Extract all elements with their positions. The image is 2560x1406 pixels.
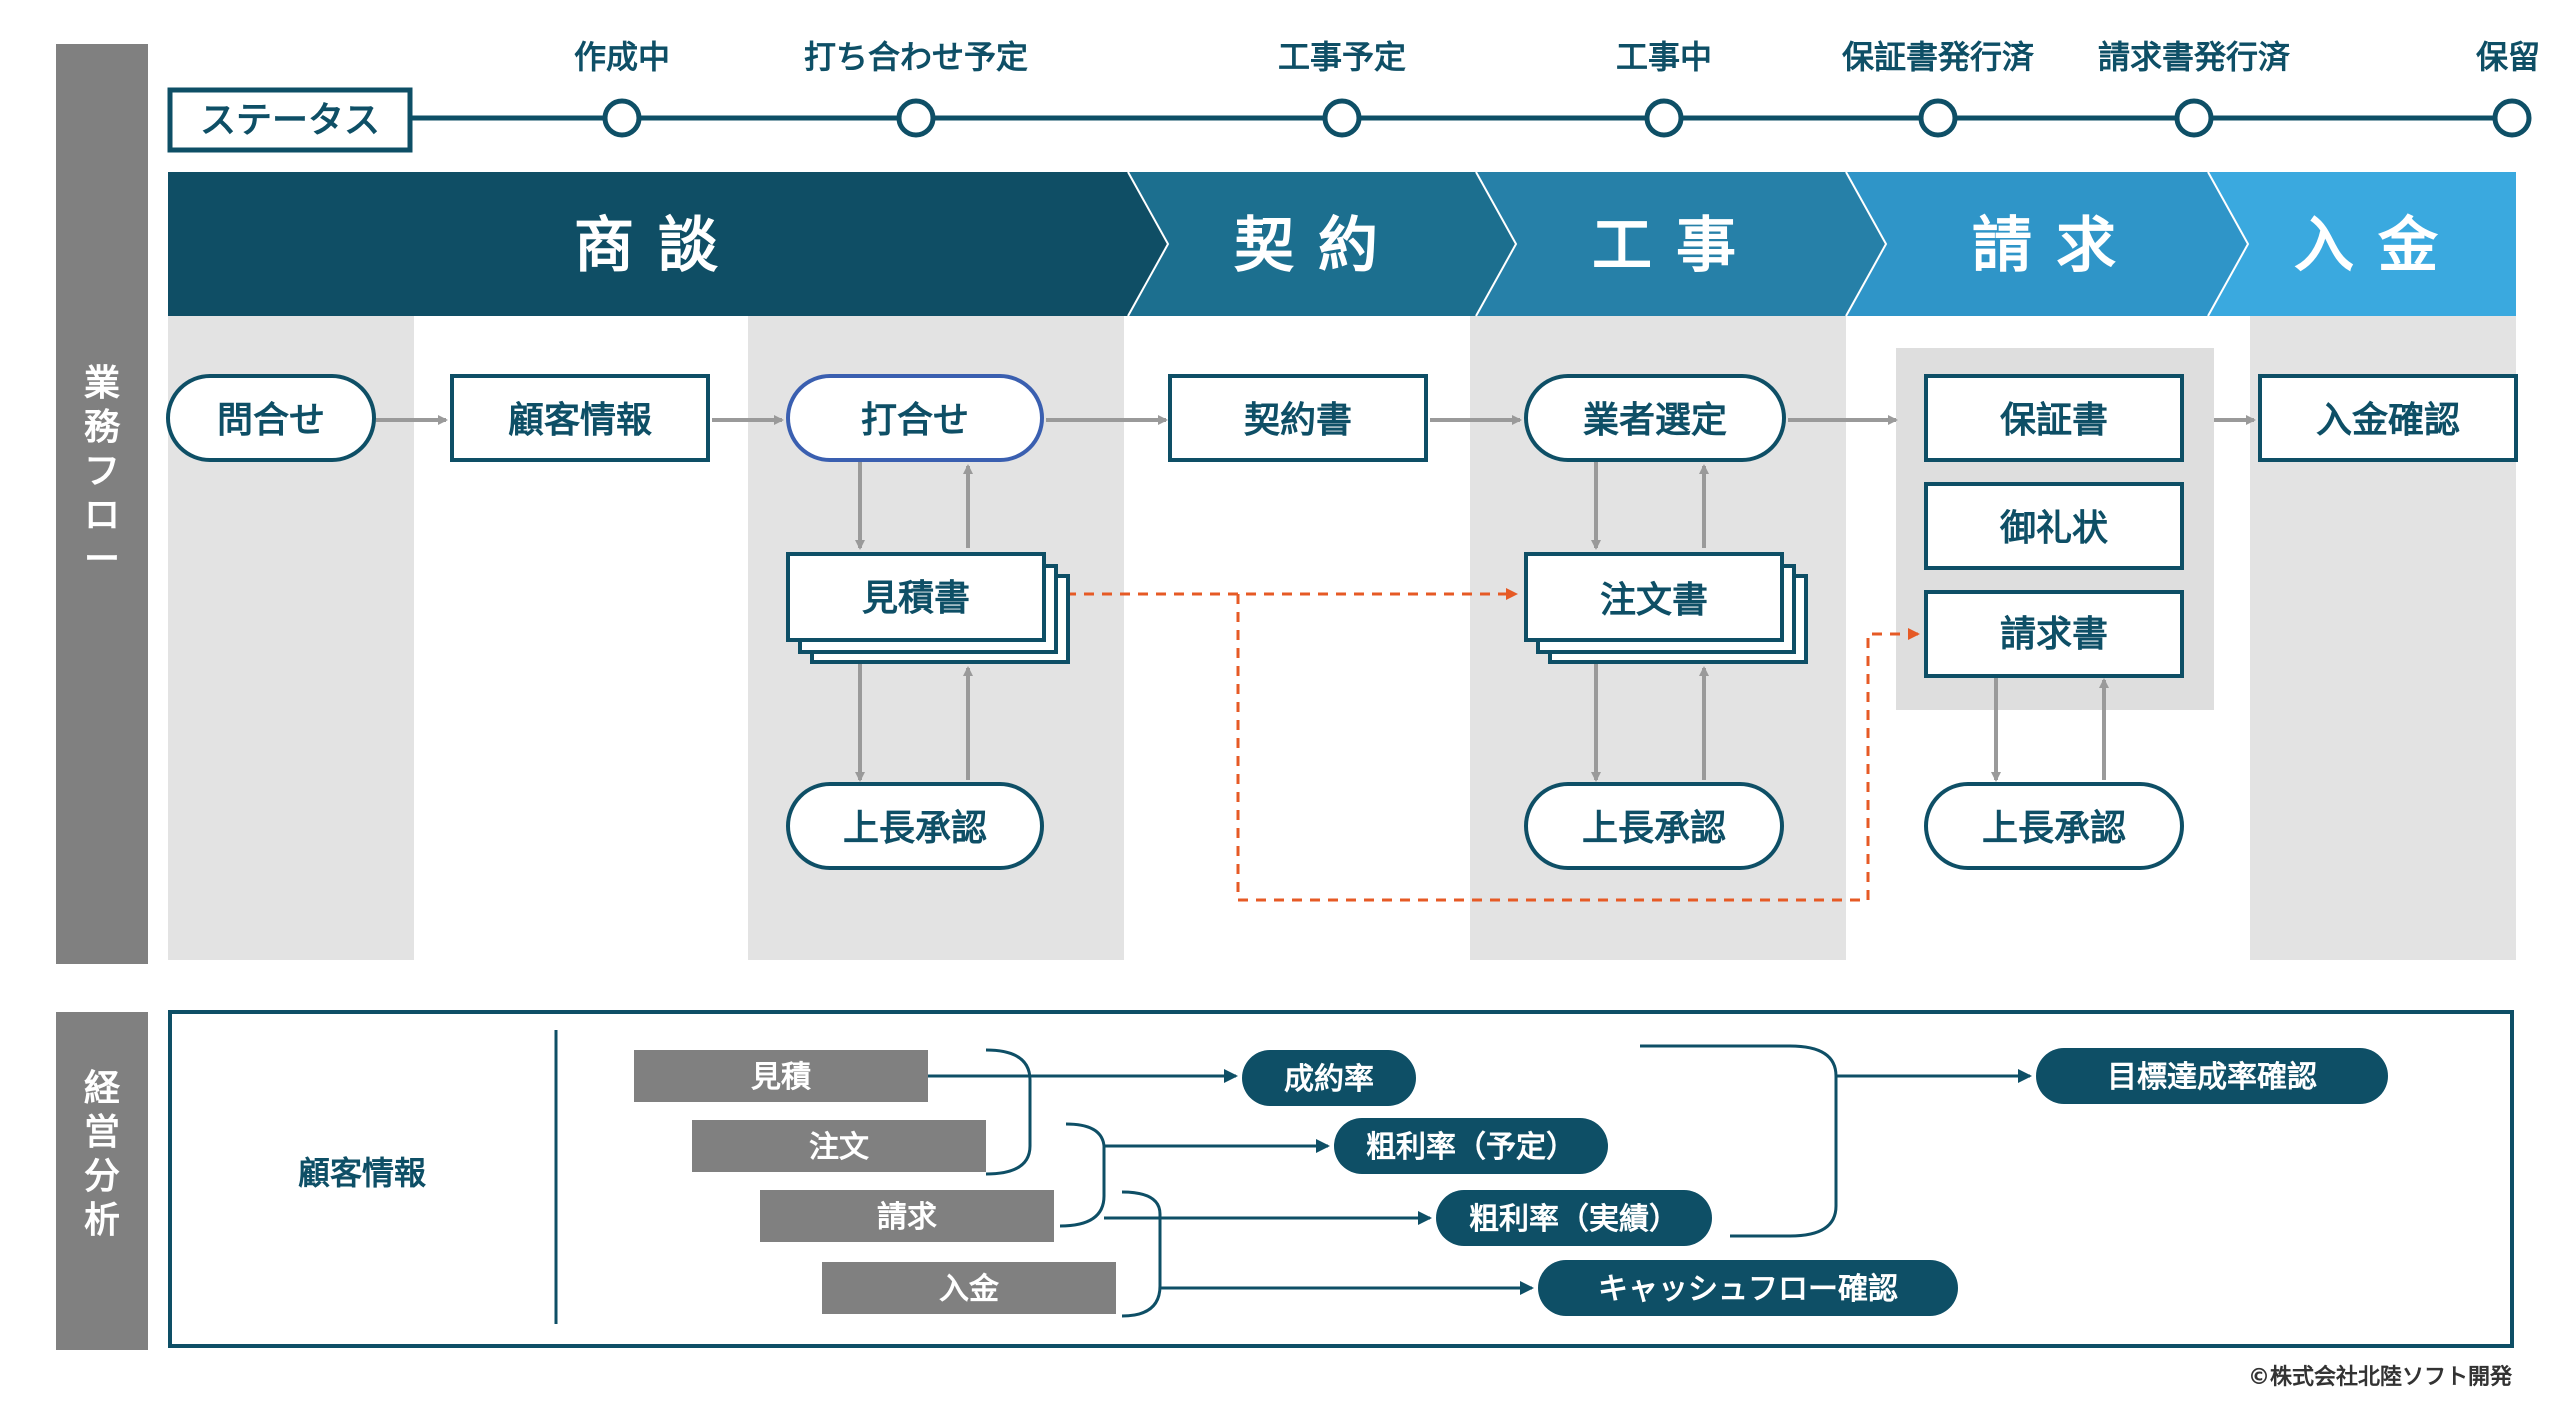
- node-customer-info: 顧客情報: [450, 374, 710, 462]
- svg-text:保証書発行済: 保証書発行済: [1842, 38, 2035, 76]
- svg-text:請求: 請求: [877, 1200, 937, 1235]
- svg-text:キャッシュフロー確認: キャッシュフロー確認: [1598, 1272, 1898, 1307]
- status-step-4: 工事中: [1616, 38, 1712, 138]
- svg-text:打合せ: 打合せ: [861, 400, 969, 441]
- node-invoice: 請求書: [1924, 590, 2184, 678]
- node-meeting: 打合せ: [786, 374, 1044, 462]
- phase-4: [1846, 172, 2248, 316]
- svg-text:成約率: 成約率: [1284, 1062, 1374, 1097]
- metric-gross-margin-planned: 粗利率（予定）: [1334, 1118, 1608, 1174]
- flow-nodes: 問合せ 顧客情報 打合せ 見積書 上長承認 契約書: [166, 374, 2518, 870]
- svg-text:顧客情報: 顧客情報: [508, 400, 652, 441]
- status-timeline: ステータス 作成中 打ち合わせ予定 工事予定 工事中 保証書発行済 請求書発行済…: [167, 38, 2540, 153]
- svg-text:御礼状: 御礼状: [1999, 508, 2109, 549]
- side-bar-flow: 業務フロー: [56, 44, 148, 964]
- phase-1: [168, 172, 1168, 316]
- node-approval-1: 上長承認: [786, 782, 1044, 870]
- status-step-2: 打ち合わせ予定: [804, 38, 1028, 138]
- svg-text:打ち合わせ予定: 打ち合わせ予定: [804, 38, 1028, 76]
- node-thanks-letter: 御礼状: [1924, 482, 2184, 570]
- side-label-flow: 業務フロー: [84, 363, 121, 580]
- source-order: 注文: [692, 1120, 986, 1172]
- svg-text:請求書発行済: 請求書発行済: [2098, 38, 2291, 76]
- phase-3: [1476, 172, 1886, 316]
- node-inquiry: 問合せ: [166, 374, 376, 462]
- phase-banner: 商談 契約 工事 請求 入金: [168, 171, 2516, 317]
- svg-text:見積: 見積: [751, 1060, 811, 1095]
- svg-text:注文書: 注文書: [1600, 580, 1708, 621]
- svg-text:問合せ: 問合せ: [217, 400, 325, 441]
- node-estimate: 見積書: [786, 552, 1070, 664]
- svg-text:上長承認: 上長承認: [1582, 808, 1726, 849]
- svg-text:保証書: 保証書: [2000, 400, 2108, 441]
- svg-text:上長承認: 上長承認: [843, 808, 987, 849]
- status-step-6: 請求書発行済: [2098, 38, 2291, 138]
- phase-3-label: 工事: [1592, 211, 1760, 281]
- status-node-icon: [2492, 98, 2532, 138]
- analysis-connectors: [928, 1044, 2032, 1318]
- svg-text:工事中: 工事中: [1616, 38, 1712, 76]
- node-order: 注文書: [1524, 552, 1808, 664]
- svg-text:保留: 保留: [2476, 38, 2540, 76]
- metric-conversion-rate: 成約率: [1242, 1050, 1416, 1106]
- source-estimate: 見積: [634, 1050, 928, 1102]
- flow-arrows-vertical: [855, 462, 2109, 782]
- svg-text:作成中: 作成中: [574, 38, 670, 76]
- status-label: ステータス: [200, 100, 380, 141]
- status-step-7: 保留: [2476, 38, 2540, 138]
- source-invoice: 請求: [760, 1190, 1054, 1242]
- status-step-1: 作成中: [574, 38, 670, 138]
- node-vendor-select: 業者選定: [1524, 374, 1786, 462]
- side-label-analysis: 経営分析: [84, 1068, 121, 1241]
- analysis-customer-info: 顧客情報: [298, 1154, 426, 1192]
- status-node-icon: [602, 98, 642, 138]
- analysis-metrics: 成約率 粗利率（予定） 粗利率（実績） キャッシュフロー確認 目標達成率確認: [1242, 1048, 2388, 1316]
- status-step-3: 工事予定: [1278, 38, 1406, 138]
- svg-text:見積書: 見積書: [862, 578, 970, 619]
- status-node-icon: [1322, 98, 1362, 138]
- svg-text:粗利率（予定）: 粗利率（予定）: [1366, 1130, 1576, 1165]
- svg-text:契約書: 契約書: [1244, 400, 1352, 441]
- phase-5: [2208, 172, 2516, 316]
- node-approval-2: 上長承認: [1524, 782, 1784, 870]
- svg-text:目標達成率確認: 目標達成率確認: [2107, 1060, 2317, 1095]
- phase-4-label: 請求: [1972, 211, 2140, 281]
- svg-text:請求書: 請求書: [2000, 614, 2108, 655]
- phase-1-label: 商談: [574, 211, 742, 281]
- svg-text:入金確認: 入金確認: [2316, 399, 2460, 441]
- svg-text:注文: 注文: [809, 1130, 869, 1165]
- status-node-icon: [1918, 98, 1958, 138]
- analysis-section: 顧客情報 見積 注文 請求 入金: [168, 1010, 2514, 1348]
- copyright: ©株式会社北陸ソフト開発: [2248, 1364, 2513, 1390]
- phase-2: [1128, 172, 1516, 316]
- metric-gross-margin-actual: 粗利率（実績）: [1436, 1190, 1712, 1246]
- svg-text:上長承認: 上長承認: [1982, 808, 2126, 849]
- side-bar-analysis: 経営分析: [56, 1012, 148, 1350]
- svg-text:業者選定: 業者選定: [1583, 400, 1727, 441]
- svg-text:工事予定: 工事予定: [1278, 38, 1406, 76]
- status-node-icon: [896, 98, 936, 138]
- status-step-5: 保証書発行済: [1842, 38, 2035, 138]
- status-label-box: [167, 87, 413, 153]
- phase-2-label: 契約: [1234, 211, 1402, 281]
- node-warranty: 保証書: [1924, 374, 2184, 462]
- metric-goal-achievement: 目標達成率確認: [2036, 1048, 2388, 1104]
- metric-cash-flow: キャッシュフロー確認: [1538, 1260, 1958, 1316]
- node-payment-confirm: 入金確認: [2258, 374, 2518, 462]
- source-payment: 入金: [822, 1262, 1116, 1314]
- status-node-icon: [1644, 98, 1684, 138]
- analysis-sources: 見積 注文 請求 入金: [634, 1050, 1116, 1314]
- node-contract: 契約書: [1168, 374, 1428, 462]
- dashed-connectors: [1066, 588, 1920, 902]
- phase-5-label: 入金: [2294, 211, 2462, 281]
- status-node-icon: [2174, 98, 2214, 138]
- svg-text:入金: 入金: [939, 1272, 1000, 1307]
- svg-text:粗利率（実績）: 粗利率（実績）: [1469, 1202, 1679, 1237]
- node-approval-3: 上長承認: [1924, 782, 2184, 870]
